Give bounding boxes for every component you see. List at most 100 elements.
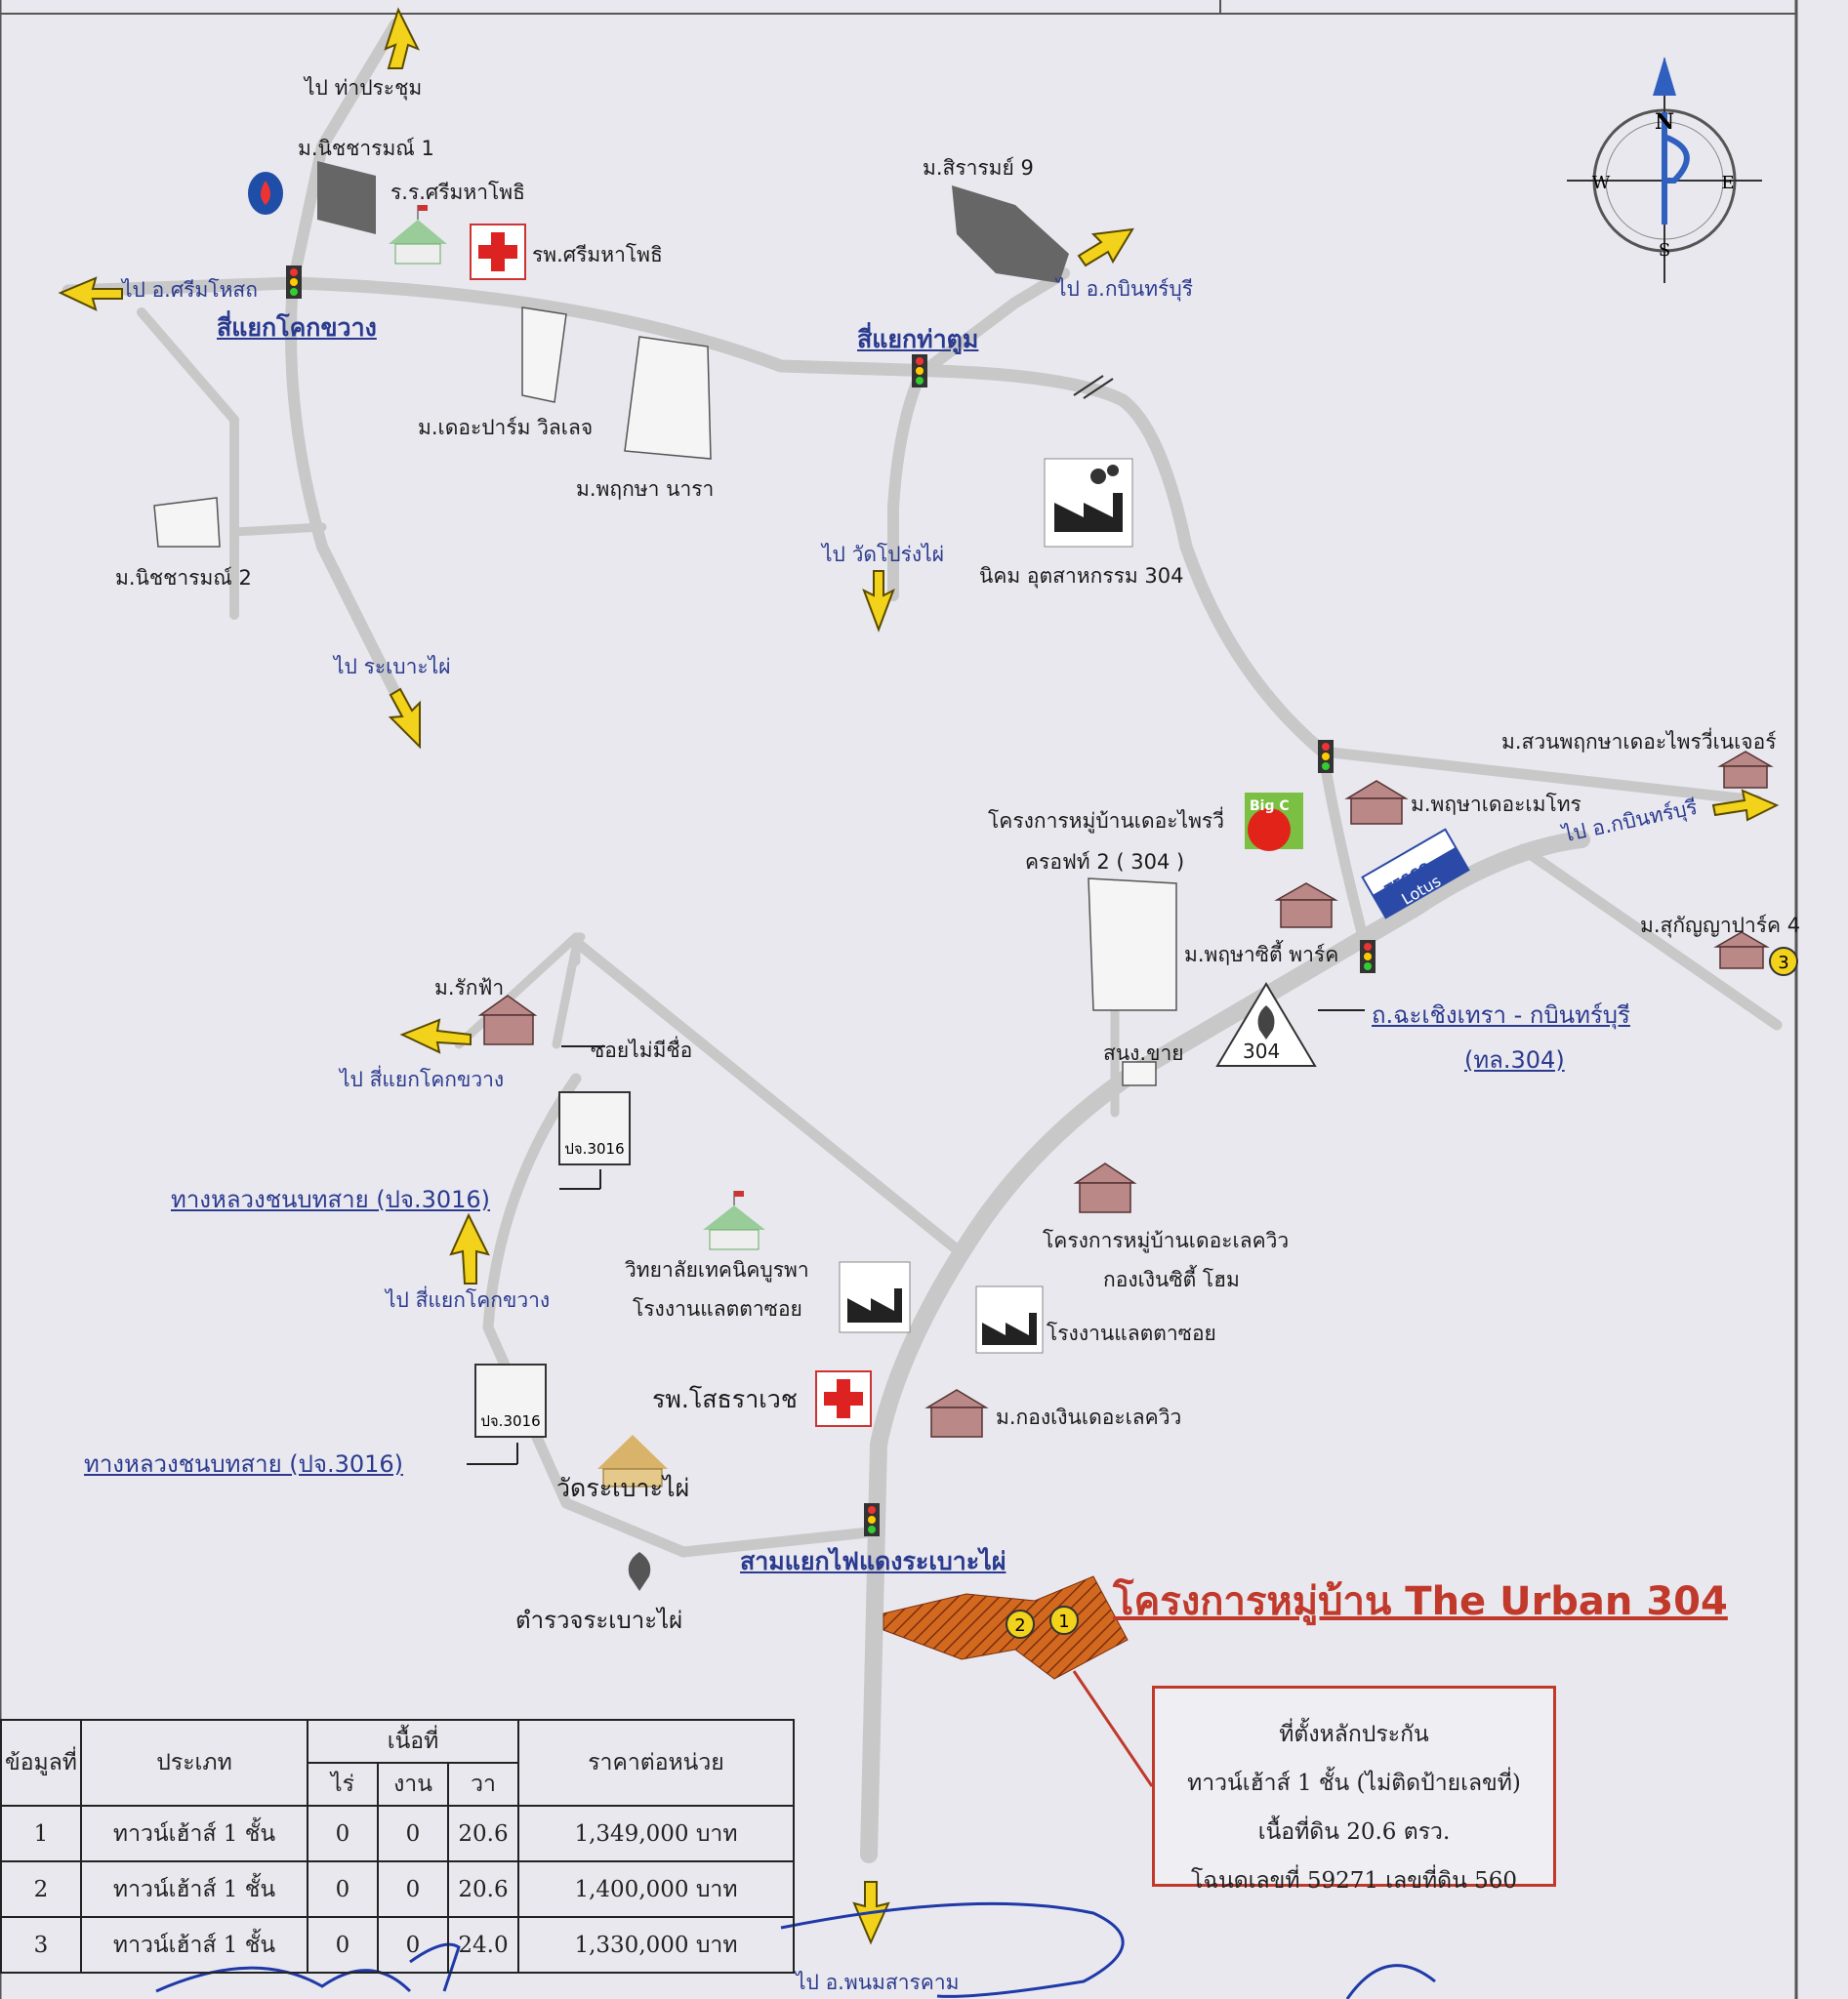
hospital-icon (470, 224, 526, 280)
plot-pruksa-nara (624, 336, 712, 460)
sign-pj-label: ปจ.3016 (480, 1412, 541, 1430)
project-title: โครงการหมู่บ้าน The Urban 304 (1113, 1579, 1728, 1624)
compass-rose (1567, 57, 1762, 283)
cell-rai: 0 (307, 1805, 379, 1862)
info-line-1: ที่ตั้งหลักประกัน (1279, 1722, 1429, 1747)
big-c-text: Big C (1250, 798, 1290, 814)
label-to-phanom: ไป อ.พนมสารคาม (796, 1971, 960, 1994)
th-wa: วา (447, 1762, 519, 1807)
road-west-branch (137, 307, 239, 620)
compass-n: N (1655, 109, 1674, 135)
traffic-lights (286, 265, 1376, 1536)
cell-ngan: 0 (377, 1860, 449, 1918)
project-marker-3 (1769, 947, 1798, 976)
cell-rai: 0 (307, 1860, 379, 1918)
college-icon (703, 1191, 765, 1250)
label-rural-road-2: ทางหลวงชนบทสาย (ปจ.3016) (84, 1450, 404, 1478)
plots (153, 306, 1177, 1086)
cell-ngan: 0 (377, 1805, 449, 1862)
th-no: ข้อมูลที่ (0, 1719, 82, 1807)
marker-2-label: 2 (1014, 1615, 1025, 1636)
label-soi-no-name: ซอยไม่มีชื่อ (591, 1039, 693, 1062)
label-lakeview-2: กองเงินซิตี้ โฮม (1103, 1268, 1240, 1291)
road-bridge-1 (1073, 375, 1104, 396)
th-area: เนื้อที่ (307, 1719, 519, 1764)
label-kongngoen: ม.กองเงินเดอะเลควิว (996, 1406, 1182, 1429)
road-nitcharam-2 (229, 522, 327, 537)
sign-pj-label: ปจ.3016 (564, 1140, 625, 1158)
cell-type: ทาวน์เฮ้าส์ 1 ชั้น (80, 1860, 308, 1918)
project-marker-2 (1006, 1610, 1035, 1639)
label-nitcharam-2: ม.นิชชารมณ์ 2 (115, 566, 252, 590)
table-row: 2 ทาวน์เฮ้าส์ 1 ชั้น 0 0 20.6 1,400,000 … (0, 1860, 795, 1918)
project-area (883, 1575, 1129, 1680)
cell-type: ทาวน์เฮ้าส์ 1 ชั้น (80, 1805, 308, 1862)
house-icon (1713, 931, 1770, 969)
cell-no: 3 (0, 1916, 82, 1974)
label-suan-pruksa: ม.สวนพฤกษาเดอะไพรวี่เนเจอร์ (1501, 730, 1777, 754)
road-304-east (1517, 843, 1783, 1031)
label-hospital-2: รพ.โสธราเวช (652, 1385, 798, 1413)
house-icon (1717, 751, 1774, 789)
label-college: วิทยาลัยเทคนิคบูรพา (625, 1258, 809, 1282)
cell-wa: 20.6 (447, 1860, 519, 1918)
label-the-park: ม.เดอะปาร์ม วิลเลจ (418, 416, 594, 439)
cell-price: 1,330,000 บาท (517, 1916, 795, 1974)
cell-price: 1,400,000 บาท (517, 1860, 795, 1918)
label-police: ตำรวจระเบาะไผ่ (515, 1607, 683, 1634)
plot-the-park (521, 306, 567, 403)
label-sales-office: สนง.ขาย (1103, 1041, 1184, 1065)
label-ind-estate: นิคม อุตสาหกรรม 304 (979, 564, 1184, 588)
roads (62, 19, 1783, 1863)
cell-ngan: 0 (377, 1916, 449, 1974)
table-row: 3 ทาวน์เฮ้าส์ 1 ชั้น 0 0 24.0 1,330,000 … (0, 1916, 795, 1974)
arrow-east-kabin (1711, 789, 1780, 822)
traffic-light-icon (1318, 740, 1334, 773)
property-table: ข้อมูลที่ ประเภท เนื้อที่ ราคาต่อหน่วย ไ… (0, 1719, 795, 1974)
label-to-sing-khok-1: ไป สี่แยกโคกขวาง (340, 1068, 505, 1091)
traffic-light-icon (864, 1503, 880, 1536)
label-nitcharam-1: ม.นิชชารมณ์ 1 (298, 137, 434, 160)
arrow-south-prong (862, 570, 895, 632)
compass-s: S (1659, 240, 1670, 261)
house-icon (924, 1389, 989, 1438)
plot-privy-croft (1088, 877, 1177, 1011)
road-east-upper (1317, 746, 1763, 806)
arrow-se-rabao (388, 687, 421, 750)
label-privy-croft-1: โครงการหมู่บ้านเดอะไพรวี่ (988, 809, 1224, 833)
label-to-tha-prachum: ไป ท่าประชุม (305, 76, 423, 100)
label-highway-code: (ทล.304) (1464, 1046, 1565, 1074)
house-icon (1073, 1163, 1137, 1213)
road-tha-toom-south (887, 375, 924, 601)
label-shield-304: 304 (1243, 1040, 1281, 1063)
school-icon (389, 205, 447, 265)
cell-no: 1 (0, 1805, 82, 1862)
project-marker-1 (1049, 1606, 1079, 1635)
label-to-wat-prong-phai: ไป วัดโปร่งไผ่ (822, 543, 945, 566)
building-nitcharam-1 (317, 161, 376, 234)
label-school: ร.ร.ศรีมหาโพธิ (390, 181, 525, 204)
th-rai: ไร่ (307, 1762, 379, 1807)
label-rakfa: ม.รักฟ้า (434, 976, 505, 1000)
th-ngan: งาน (377, 1762, 449, 1807)
house-icon (1274, 882, 1338, 928)
cell-no: 2 (0, 1860, 82, 1918)
compass-e: E (1721, 173, 1734, 193)
road-north-soi (552, 932, 583, 1049)
building-siram-9 (952, 185, 1069, 283)
sign-pj3016: ปจ.3016 (558, 1091, 631, 1165)
table-row: 1 ทาวน์เฮ้าส์ 1 ชั้น 0 0 20.6 1,349,000 … (0, 1805, 795, 1862)
info-line-2: ทาวน์เฮ้าส์ 1 ชั้น (ไม่ติดป้ายเลขที่) (1187, 1771, 1521, 1796)
info-line-4: โฉนดเลขที่ 59271 เลขที่ดิน 560 (1190, 1868, 1518, 1894)
intersection-khok-khwang: สี่แยกโคกขวาง (217, 313, 377, 342)
traffic-light-icon (912, 354, 927, 388)
intersection-rabao-phai: สามแยกไฟแดงระเบาะไผ่ (740, 1547, 1006, 1575)
house-icons (477, 751, 1774, 1438)
label-hospital-1: รพ.ศรีมหาโพธิ (532, 243, 663, 266)
label-lakeview-1: โครงการหมู่บ้านเดอะเลควิว (1043, 1229, 1290, 1252)
road-connector (1317, 746, 1373, 958)
temple-icon (597, 1435, 668, 1488)
cell-wa: 20.6 (447, 1805, 519, 1862)
road-north (287, 19, 401, 289)
